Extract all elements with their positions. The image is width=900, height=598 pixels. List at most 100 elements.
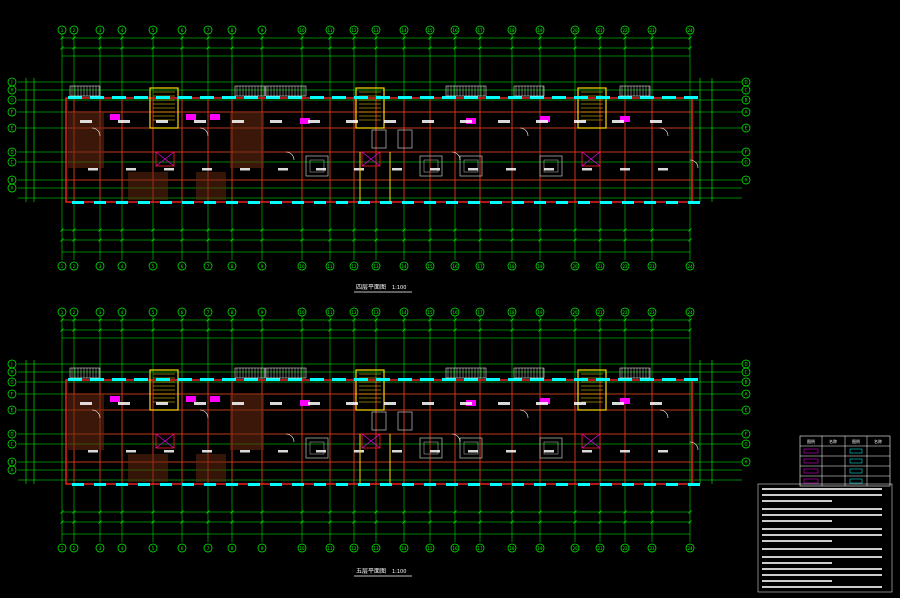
window	[556, 201, 568, 204]
room-label-mark	[658, 168, 668, 171]
axis-label-top: 18	[509, 310, 515, 315]
elevator-shaft	[155, 151, 175, 167]
axis-bubble-bottom	[595, 543, 605, 553]
axis-bubble-bottom	[57, 261, 67, 271]
axis-label-top: 1	[61, 310, 64, 315]
dimension-tick	[650, 46, 654, 50]
door-swing	[519, 127, 529, 137]
dimension-tick	[623, 46, 627, 50]
dimension-tick	[478, 238, 482, 242]
dimension-tick	[328, 510, 332, 514]
room-label-mark	[544, 168, 554, 171]
row-label-right: G	[744, 160, 747, 165]
room-label-mark	[430, 450, 440, 453]
row-bubble-left	[7, 439, 17, 449]
room-label-mark	[308, 402, 320, 405]
upper-floor-plan: 1122334455667788991010111112121313141415…	[7, 25, 751, 271]
window	[662, 378, 676, 381]
room-label-mark	[202, 168, 212, 171]
axis-label-top: 12	[351, 28, 357, 33]
window	[578, 483, 590, 486]
dimension-tick	[120, 238, 124, 242]
room-label-mark	[620, 168, 630, 171]
stair-core	[577, 87, 607, 129]
dimension-tick	[260, 238, 264, 242]
axis-label-bottom: 17	[477, 546, 483, 551]
dimension-tick	[230, 318, 234, 322]
room-label-mark	[650, 120, 662, 123]
window	[178, 378, 192, 381]
room-label-mark	[392, 450, 402, 453]
axis-bubble-top	[325, 25, 335, 35]
window	[446, 483, 458, 486]
row-label-left: B	[11, 178, 14, 183]
window	[380, 483, 392, 486]
dimension-tick	[428, 328, 432, 332]
dimension-tick	[260, 46, 264, 50]
door-swing	[285, 151, 295, 161]
dimension-tick	[300, 328, 304, 332]
axis-label-top: 8	[231, 28, 234, 33]
dimension-tick	[688, 520, 692, 524]
axis-label-top: 13	[373, 28, 379, 33]
window	[204, 483, 216, 486]
row-label-right: G	[744, 442, 747, 447]
axis-label-bottom: 2	[73, 546, 76, 551]
dimension-tick	[151, 36, 155, 40]
row-bubble-left	[7, 183, 17, 193]
balcony	[513, 367, 545, 379]
window	[534, 483, 546, 486]
window	[336, 483, 348, 486]
axis-bubble-top	[399, 307, 409, 317]
window	[314, 201, 326, 204]
door-swing	[91, 127, 101, 137]
axis-bubble-top	[475, 25, 485, 35]
axis-bubble-bottom	[620, 261, 630, 271]
row-label-left: E	[11, 408, 14, 413]
window	[134, 96, 148, 99]
dimension-tick	[300, 46, 304, 50]
axis-bubble-top	[349, 25, 359, 35]
axis-label-bottom: 15	[427, 264, 433, 269]
dimension-tick	[688, 228, 692, 232]
axis-bubble-bottom	[425, 261, 435, 271]
door-swing	[689, 441, 699, 451]
axis-bubble-top	[450, 25, 460, 35]
axis-bubble-top	[685, 25, 695, 35]
room-label-mark	[80, 120, 92, 123]
window	[116, 483, 128, 486]
window	[508, 378, 522, 381]
window	[358, 483, 370, 486]
dimension-tick	[402, 46, 406, 50]
row-label-right: B	[745, 98, 748, 103]
dimension-tick	[402, 228, 406, 232]
window	[644, 201, 656, 204]
window	[266, 96, 280, 99]
row-bubble-right	[741, 377, 751, 387]
dimension-tick	[120, 328, 124, 332]
dimension-tick	[206, 318, 210, 322]
window	[468, 483, 480, 486]
dimension-tick	[598, 328, 602, 332]
window	[666, 483, 678, 486]
upper-plan-scale: 1:100	[392, 285, 406, 291]
dimension-tick	[688, 328, 692, 332]
bathroom-fixture	[186, 114, 196, 120]
dimension-tick	[538, 510, 542, 514]
axis-bubble-bottom	[399, 543, 409, 553]
axis-label-bottom: 5	[152, 264, 155, 269]
window	[112, 378, 126, 381]
dimension-tick	[623, 510, 627, 514]
axis-label-top: 4	[121, 310, 124, 315]
dimension-tick	[98, 238, 102, 242]
dimension-tick	[510, 520, 514, 524]
legend-header-cell: 名称	[874, 438, 882, 444]
axis-label-top: 1	[61, 28, 64, 33]
axis-bubble-bottom	[507, 543, 517, 553]
window	[684, 96, 698, 99]
window	[622, 201, 634, 204]
axis-bubble-top	[297, 25, 307, 35]
dimension-tick	[260, 328, 264, 332]
axis-bubble-top	[425, 307, 435, 317]
window	[244, 96, 258, 99]
